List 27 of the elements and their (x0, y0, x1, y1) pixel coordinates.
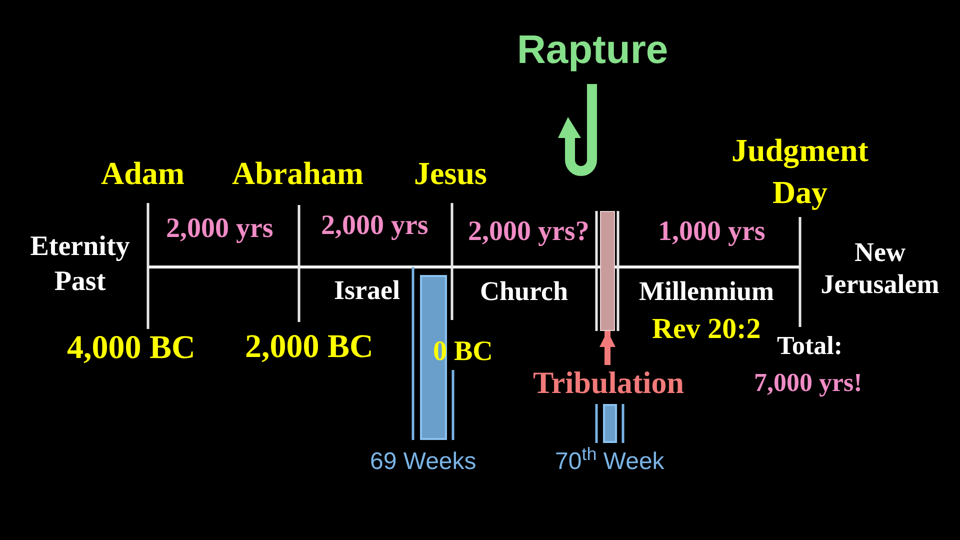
name-label: Abraham (232, 155, 364, 192)
week-label: 70$^{th}$ Week (555, 448, 664, 476)
name-label: Jesus (414, 155, 487, 192)
era-label: Church (480, 276, 568, 308)
tribulation-label: Tribulation (533, 365, 684, 401)
era-label: Millennium (639, 276, 774, 308)
reference-label: Rev 20:2 (652, 313, 761, 346)
event-label: Rapture (517, 27, 668, 73)
date-label: 0 BC (433, 336, 493, 368)
date-label: 4,000 BC (67, 330, 196, 368)
total-value: 7,000 yrs! (754, 368, 862, 398)
week-bar (420, 275, 447, 440)
era-label: Eternity Past (29, 230, 131, 299)
event-label: Judgment Day (730, 131, 870, 212)
duration-label: 2,000 yrs? (468, 216, 590, 248)
total-label: Total: (777, 331, 842, 361)
arrow (600, 331, 616, 365)
era-label: Israel (334, 275, 400, 306)
name-label: Adam (101, 155, 185, 192)
week-bar (603, 404, 617, 443)
week-label: 69 Weeks (370, 448, 476, 476)
duration-label: 2,000 yrs (166, 213, 274, 246)
duration-label: 2,000 yrs (321, 210, 428, 242)
era-label: New Jerusalem (820, 236, 940, 300)
duration-label: 1,000 yrs (658, 216, 766, 248)
date-label: 2,000 BC (245, 329, 374, 367)
tribulation-bar (600, 211, 615, 331)
